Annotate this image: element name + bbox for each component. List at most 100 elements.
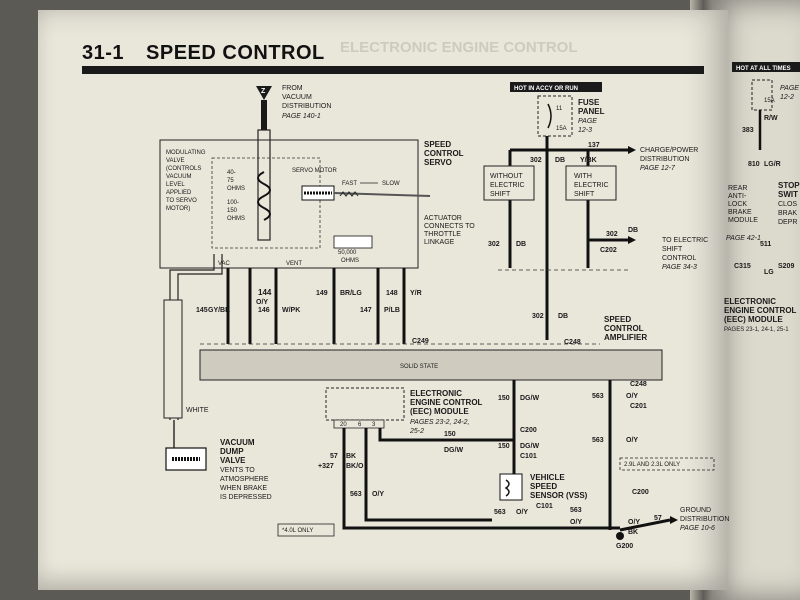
svg-text:CONNECTS TO: CONNECTS TO xyxy=(424,223,475,230)
svg-text:ELECTRIC: ELECTRIC xyxy=(574,182,609,189)
svg-text:DG/W: DG/W xyxy=(520,443,539,450)
svg-text:C202: C202 xyxy=(600,247,617,254)
svg-text:VEHICLE: VEHICLE xyxy=(530,473,565,482)
svg-text:OHMS: OHMS xyxy=(227,186,245,192)
svg-text:SERVO: SERVO xyxy=(424,158,452,167)
svg-text:C101: C101 xyxy=(536,503,553,510)
svg-text:DISTRIBUTION: DISTRIBUTION xyxy=(640,156,689,163)
svg-text:3: 3 xyxy=(372,422,376,428)
bleed-through-text: ELECTRONIC ENGINE CONTROL xyxy=(340,39,578,56)
svg-text:DG/W: DG/W xyxy=(444,447,463,454)
svg-text:VENT: VENT xyxy=(286,261,302,267)
svg-text:57: 57 xyxy=(654,515,662,522)
section-title: SPEED CONTROL xyxy=(146,42,325,64)
svg-text:144: 144 xyxy=(258,288,272,297)
svg-text:ANTI-: ANTI- xyxy=(728,193,747,200)
svg-text:148: 148 xyxy=(386,290,398,297)
svg-text:PAGE: PAGE xyxy=(578,118,597,125)
svg-text:563: 563 xyxy=(592,437,604,444)
svg-text:6: 6 xyxy=(358,422,362,428)
svg-text:LINKAGE: LINKAGE xyxy=(424,239,455,246)
svg-text:LG/R: LG/R xyxy=(764,161,781,168)
svg-text:CLOS: CLOS xyxy=(778,201,797,208)
svg-text:302: 302 xyxy=(532,313,544,320)
svg-text:SOLID STATE: SOLID STATE xyxy=(400,364,438,370)
svg-text:DB: DB xyxy=(516,241,526,248)
svg-text:VALVE: VALVE xyxy=(220,456,246,465)
svg-text:25-2: 25-2 xyxy=(409,428,424,435)
svg-text:DB: DB xyxy=(555,157,565,164)
svg-text:12-3: 12-3 xyxy=(578,127,592,134)
svg-text:REAR: REAR xyxy=(728,185,747,192)
svg-text:O/Y: O/Y xyxy=(372,491,384,498)
svg-text:C248: C248 xyxy=(564,339,581,346)
vacuum-label: VACUUM xyxy=(282,94,312,101)
svg-text:MODULATING: MODULATING xyxy=(166,150,206,156)
svg-text:150: 150 xyxy=(498,443,510,450)
vacuum-from: FROM xyxy=(282,85,303,92)
svg-text:W/PK: W/PK xyxy=(282,307,300,314)
svg-text:BK: BK xyxy=(346,453,356,460)
svg-text:DISTRIBUTION: DISTRIBUTION xyxy=(680,516,729,523)
svg-text:150: 150 xyxy=(444,431,456,438)
ground-g200 xyxy=(616,532,624,540)
svg-text:G200: G200 xyxy=(616,543,633,550)
svg-text:563: 563 xyxy=(350,491,362,498)
svg-text:302: 302 xyxy=(488,241,500,248)
svg-text:TO SERVO: TO SERVO xyxy=(166,198,197,204)
svg-text:*4.0L ONLY: *4.0L ONLY xyxy=(282,528,313,534)
servo-box xyxy=(159,139,419,269)
manual-page xyxy=(38,10,728,590)
svg-text:ELECTRONIC: ELECTRONIC xyxy=(724,297,776,306)
svg-text:ENGINE CONTROL: ENGINE CONTROL xyxy=(724,306,797,315)
actuator-label: ACTUATOR xyxy=(424,215,462,222)
svg-text:IS DEPRESSED: IS DEPRESSED xyxy=(220,494,272,501)
svg-text:O/Y: O/Y xyxy=(626,393,638,400)
svg-text:ELECTRONIC: ELECTRONIC xyxy=(410,389,462,398)
svg-text:146: 146 xyxy=(258,307,270,314)
without-electric-shift-box xyxy=(483,165,535,201)
svg-text:O/Y: O/Y xyxy=(516,509,528,516)
svg-text:PAGES 23-1, 24-1, 25-1: PAGES 23-1, 24-1, 25-1 xyxy=(724,327,789,333)
svg-text:TO ELECTRIC: TO ELECTRIC xyxy=(662,237,708,244)
svg-text:(EEC) MODULE: (EEC) MODULE xyxy=(724,315,783,324)
svg-text:302: 302 xyxy=(606,231,618,238)
svg-text:SENSOR (VSS): SENSOR (VSS) xyxy=(530,491,588,500)
svg-text:BK: BK xyxy=(628,529,638,536)
svg-text:40-: 40- xyxy=(227,170,236,176)
svg-text:CONTROL: CONTROL xyxy=(604,324,644,333)
svg-text:VACUUM: VACUUM xyxy=(166,174,192,180)
svg-text:810: 810 xyxy=(748,161,760,168)
coil-40-75 xyxy=(257,171,271,221)
vehicle-speed-sensor xyxy=(499,473,523,501)
svg-text:VACUUM: VACUUM xyxy=(220,438,255,447)
svg-text:302: 302 xyxy=(530,157,542,164)
power-feed xyxy=(508,136,628,340)
vacuum-page: PAGE 140-1 xyxy=(282,113,321,120)
svg-text:75: 75 xyxy=(227,178,234,184)
svg-text:WITHOUT: WITHOUT xyxy=(490,173,523,180)
svg-text:C315: C315 xyxy=(734,263,751,270)
svg-text:WHEN BRAKE: WHEN BRAKE xyxy=(220,485,267,492)
svg-text:C200: C200 xyxy=(520,427,537,434)
svg-text:BRAK: BRAK xyxy=(778,210,797,217)
svg-text:LEVEL: LEVEL xyxy=(166,182,185,188)
svg-text:(EEC) MODULE: (EEC) MODULE xyxy=(410,407,469,416)
svg-text:C101: C101 xyxy=(520,453,537,460)
eec-module xyxy=(325,387,405,421)
svg-text:Y/BK: Y/BK xyxy=(580,157,597,164)
servo-title: SPEED xyxy=(424,140,451,149)
svg-text:15A: 15A xyxy=(556,126,567,132)
svg-text:Z: Z xyxy=(261,88,266,95)
svg-text:GROUND: GROUND xyxy=(680,507,711,514)
svg-text:PAGES 23-2, 24-2,: PAGES 23-2, 24-2, xyxy=(410,419,469,426)
svg-text:ELECTRIC: ELECTRIC xyxy=(490,182,525,189)
svg-text:563: 563 xyxy=(592,393,604,400)
svg-text:C249: C249 xyxy=(412,338,429,345)
header-bar xyxy=(82,66,704,74)
hot-in-accy-banner xyxy=(510,82,602,92)
svg-text:50,000: 50,000 xyxy=(338,250,357,256)
svg-text:PAGE: PAGE xyxy=(780,85,799,92)
svg-text:STOP: STOP xyxy=(778,181,800,190)
svg-text:VALVE: VALVE xyxy=(166,158,184,164)
